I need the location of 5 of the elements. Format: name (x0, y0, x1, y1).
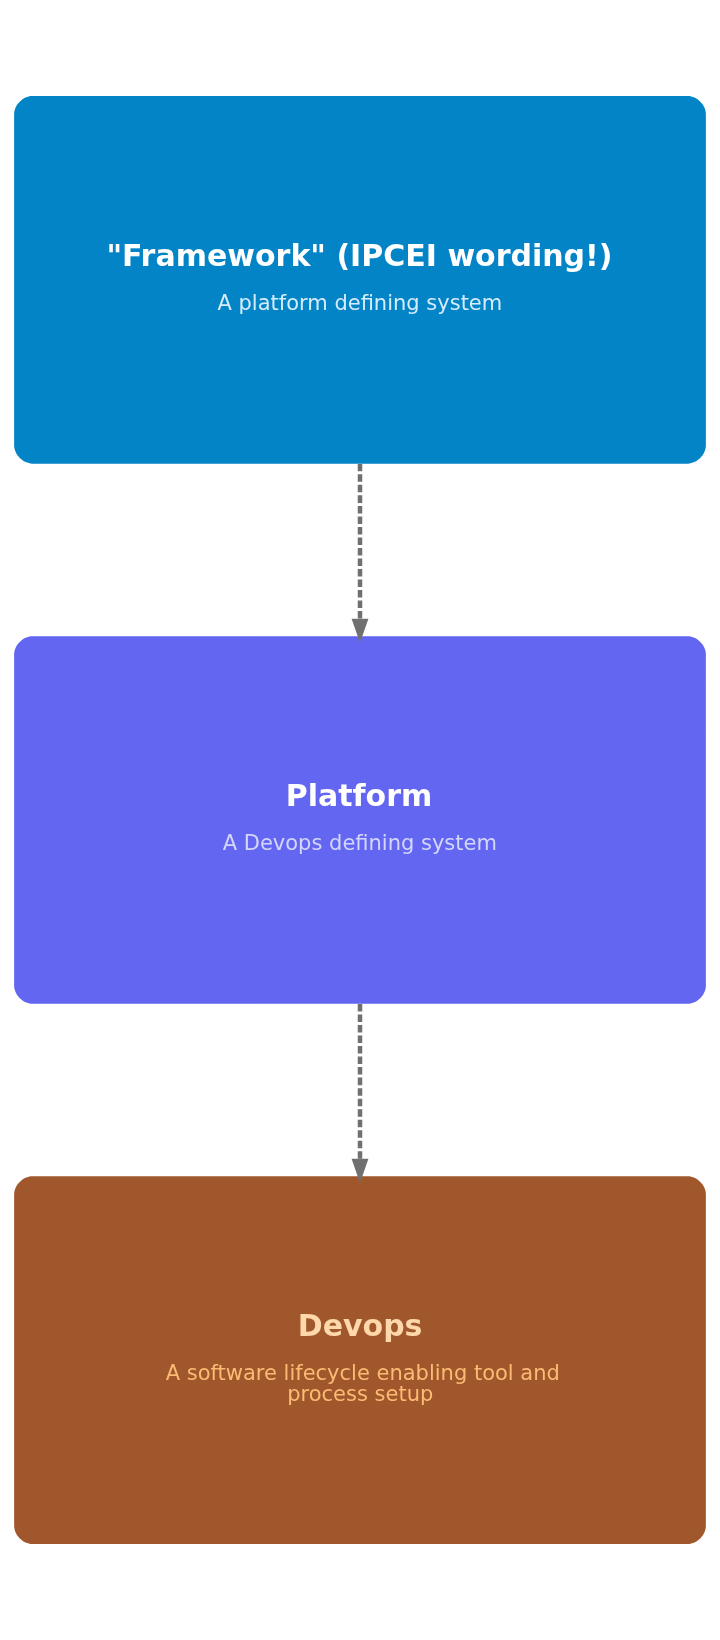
node-box: "Framework" (IPCEI wording!) A platform defining system (14, 96, 706, 464)
node-box: Devops A software lifecycle enabling tool and process setup (14, 1176, 706, 1544)
node-box: Platform A Devops defining system (14, 636, 706, 1004)
arrow (351, 463, 369, 643)
arrow (351, 1004, 369, 1183)
